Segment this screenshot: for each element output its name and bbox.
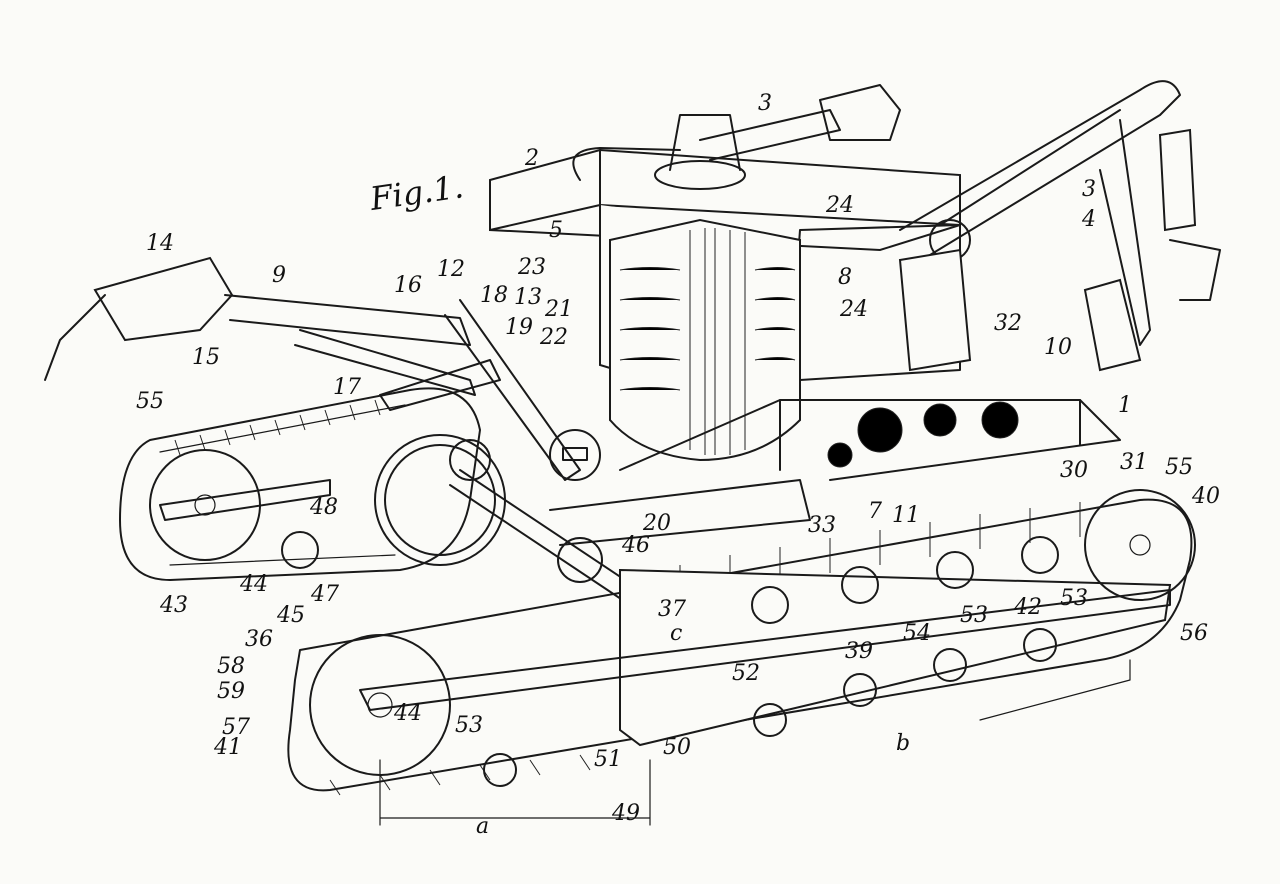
label-1: 1 — [1118, 393, 1132, 418]
label-56: 56 — [1180, 621, 1208, 646]
label-51: 51 — [594, 747, 622, 772]
label-55a: 55 — [136, 389, 164, 414]
label-3b: 3 — [1082, 177, 1096, 202]
label-23: 23 — [517, 255, 546, 280]
label-59: 59 — [217, 679, 245, 704]
label-53c: 53 — [1060, 586, 1088, 611]
label-54: 54 — [903, 621, 931, 646]
main-body — [489, 148, 961, 462]
label-8: 8 — [838, 265, 852, 290]
label-32: 32 — [994, 311, 1022, 336]
label-2: 2 — [524, 146, 539, 171]
label-55b: 55 — [1165, 455, 1193, 480]
label-19: 19 — [505, 315, 533, 340]
label-50: 50 — [663, 735, 691, 760]
label-40: 40 — [1191, 484, 1220, 509]
label-22: 22 — [539, 325, 568, 350]
rear-left-track — [119, 387, 481, 581]
left-arm — [44, 256, 581, 481]
label-9: 9 — [272, 263, 286, 288]
label-b: b — [896, 731, 910, 756]
label-31: 31 — [1120, 450, 1148, 475]
label-18: 18 — [480, 283, 508, 308]
figure-title: Fig.1. — [367, 167, 466, 218]
label-36: 36 — [245, 627, 273, 652]
label-24a: 24 — [825, 193, 854, 218]
label-14: 14 — [146, 231, 174, 256]
label-21: 21 — [544, 297, 573, 322]
top-hydraulics — [572, 84, 901, 190]
label-44b: 44 — [393, 701, 422, 726]
label-58: 58 — [217, 654, 245, 679]
label-15: 15 — [192, 345, 220, 370]
label-47: 47 — [310, 582, 339, 607]
label-46: 46 — [621, 533, 650, 558]
label-43: 43 — [159, 593, 188, 618]
label-37: 37 — [658, 597, 686, 622]
label-42: 42 — [1013, 595, 1042, 620]
label-3a: 3 — [758, 91, 772, 116]
label-20: 20 — [642, 511, 671, 536]
label-33: 33 — [808, 513, 836, 538]
right-arm — [898, 80, 1221, 372]
label-53a: 53 — [455, 713, 483, 738]
reference-labels: 1 2 3 3 4 5 7 8 9 10 11 12 13 14 15 16 1… — [136, 91, 1220, 839]
label-53b: 53 — [960, 603, 988, 628]
label-45: 45 — [276, 603, 305, 628]
label-44a: 44 — [239, 572, 268, 597]
label-5: 5 — [549, 218, 563, 243]
label-49: 49 — [611, 801, 640, 826]
label-48: 48 — [309, 495, 338, 520]
label-a: a — [476, 814, 489, 839]
label-7: 7 — [868, 499, 882, 524]
label-41: 41 — [213, 735, 242, 760]
label-39: 39 — [845, 639, 873, 664]
label-17: 17 — [333, 375, 361, 400]
label-30: 30 — [1060, 458, 1088, 483]
label-10: 10 — [1044, 335, 1072, 360]
label-4: 4 — [1081, 207, 1096, 232]
label-c: c — [670, 621, 682, 646]
label-16: 16 — [394, 273, 422, 298]
front-track — [287, 489, 1196, 826]
label-11: 11 — [892, 503, 920, 528]
label-12: 12 — [437, 257, 465, 282]
label-24b: 24 — [839, 297, 868, 322]
deck-plate — [619, 399, 1121, 481]
label-57: 57 — [222, 715, 250, 740]
label-13: 13 — [514, 285, 542, 310]
label-52: 52 — [732, 661, 760, 686]
